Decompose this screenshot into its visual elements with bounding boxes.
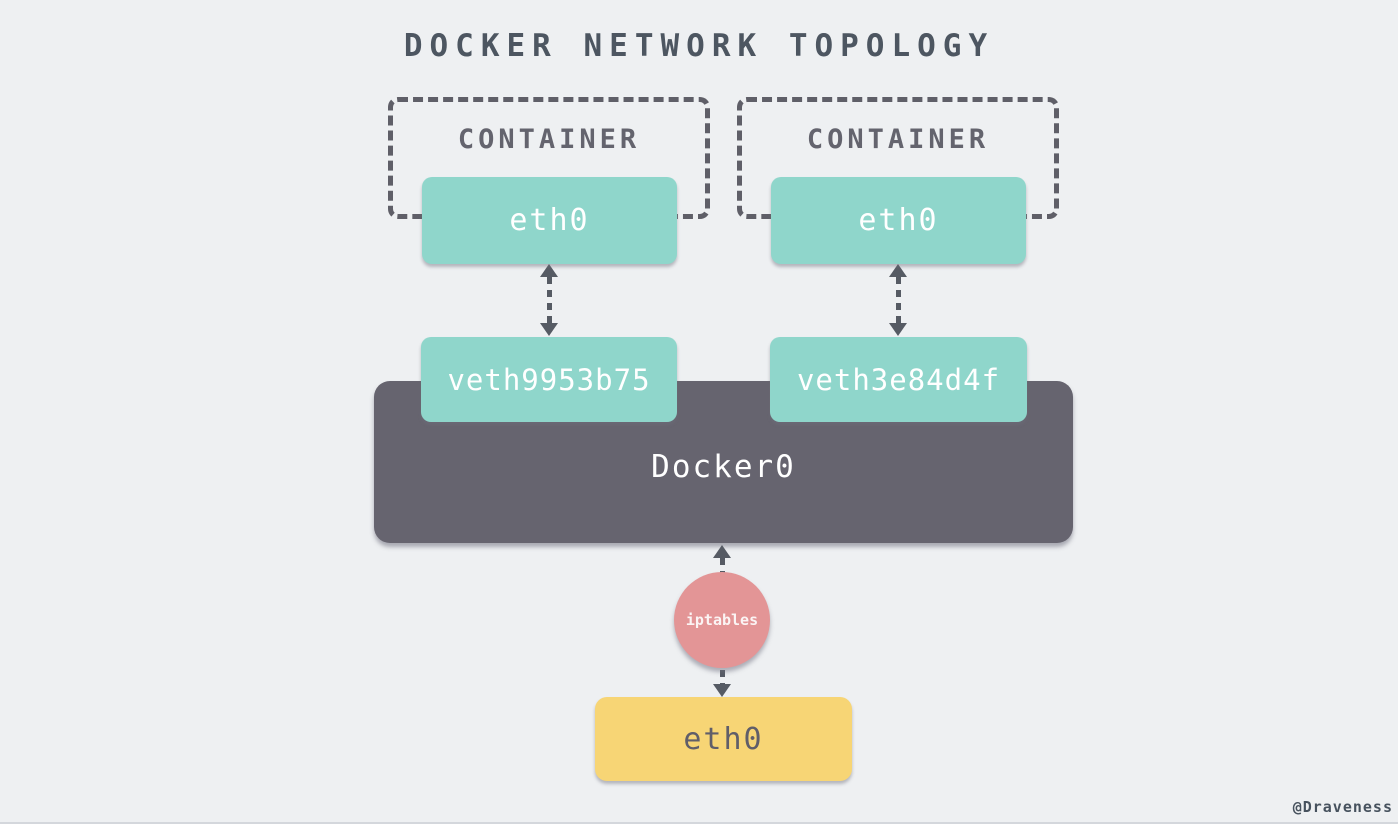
arrow-iptables-to-host-eth0 xyxy=(713,670,731,697)
arrowhead-down-icon xyxy=(540,323,558,336)
dashed-shaft xyxy=(719,558,725,574)
dashed-arrow-container1-veth xyxy=(540,264,558,336)
iptables-node: iptables xyxy=(674,572,770,668)
container-1-label: CONTAINER xyxy=(457,124,641,155)
veth-node-1: veth9953b75 xyxy=(421,337,677,422)
bottom-edge-line xyxy=(0,822,1398,824)
diagram-title: DOCKER NETWORK TOPOLOGY xyxy=(403,28,995,64)
author-credit: @Draveness xyxy=(1292,798,1393,816)
container-1-eth0-node: eth0 xyxy=(422,177,677,264)
arrowhead-up-icon xyxy=(713,545,731,558)
arrowhead-down-icon xyxy=(889,323,907,336)
veth-node-2: veth3e84d4f xyxy=(770,337,1027,422)
dashed-shaft xyxy=(546,277,552,323)
container-2-label: CONTAINER xyxy=(806,124,990,155)
arrowhead-up-icon xyxy=(540,264,558,277)
docker0-bridge-label: Docker0 xyxy=(651,449,796,485)
host-eth0-node: eth0 xyxy=(595,697,852,781)
container-2-eth0-node: eth0 xyxy=(771,177,1026,264)
dashed-shaft xyxy=(895,277,901,323)
arrowhead-up-icon xyxy=(889,264,907,277)
dashed-arrow-container2-veth xyxy=(889,264,907,336)
arrowhead-down-icon xyxy=(713,684,731,697)
arrow-bridge-to-iptables xyxy=(713,545,731,574)
dashed-shaft xyxy=(719,670,725,684)
